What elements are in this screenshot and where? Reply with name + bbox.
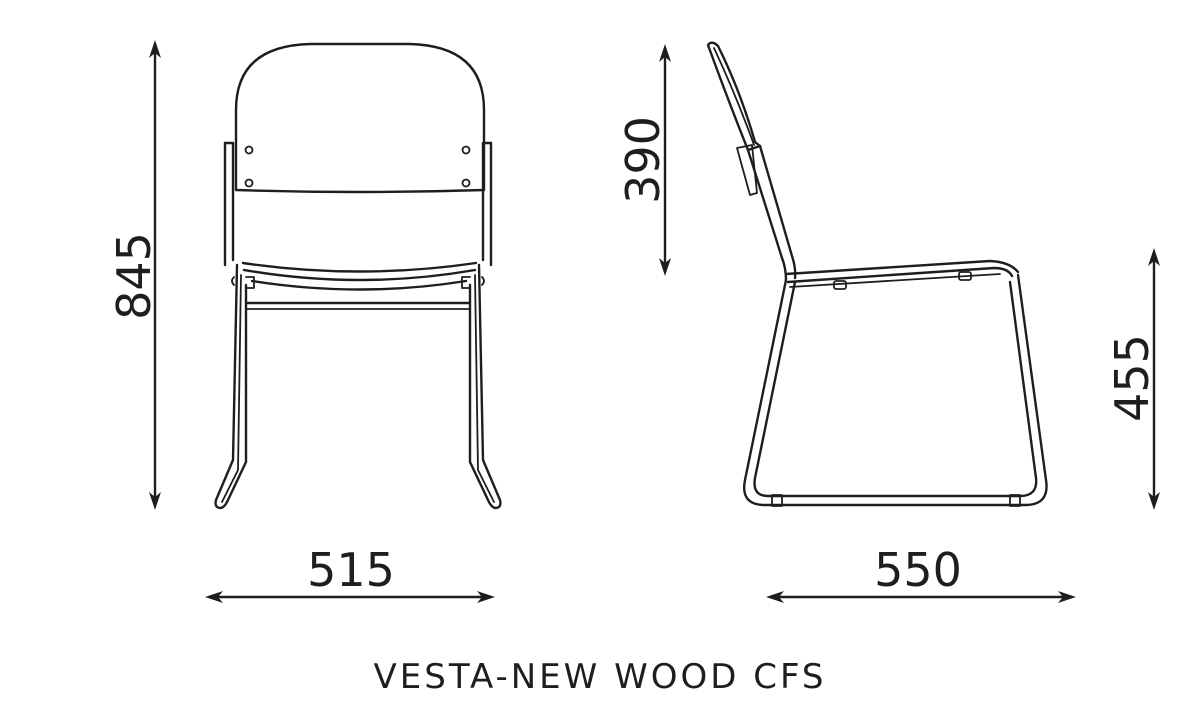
total-height-label: 845	[107, 232, 161, 320]
front-backrest	[234, 42, 486, 194]
side-backrest	[706, 41, 762, 152]
seat-height-label: 455	[1105, 334, 1159, 422]
side-view-chair	[706, 41, 1048, 507]
arrow-up-icon	[149, 40, 161, 58]
arrow-down-icon	[1148, 492, 1160, 510]
product-title: VESTA-NEW WOOD CFS	[374, 657, 827, 697]
screw-hole	[244, 178, 254, 188]
arrow-up-icon	[659, 44, 671, 62]
screw-hole	[461, 145, 471, 155]
dimension-width: 515	[205, 543, 495, 603]
floor-glide	[771, 494, 783, 507]
side-sled-frame	[743, 273, 1048, 507]
front-left-frame	[223, 141, 235, 262]
arrow-left-icon	[766, 591, 784, 603]
side-seat	[784, 259, 1020, 276]
dimension-total-height: 845	[107, 40, 161, 510]
dimension-depth: 550	[766, 543, 1076, 603]
front-view-chair	[214, 42, 502, 510]
width-label: 515	[307, 543, 395, 597]
depth-label: 550	[874, 543, 962, 597]
screw-hole	[244, 145, 254, 155]
arrow-right-icon	[1058, 591, 1076, 603]
screw-hole	[461, 178, 471, 188]
arrow-up-icon	[1148, 248, 1160, 266]
dimension-seat-height: 455	[1105, 248, 1160, 510]
floor-glide	[1009, 494, 1021, 507]
arrow-down-icon	[149, 492, 161, 510]
arrow-down-icon	[659, 258, 671, 276]
arrow-left-icon	[205, 591, 223, 603]
front-right-frame	[481, 141, 493, 262]
backrest-height-label: 390	[616, 116, 670, 204]
front-seat	[241, 261, 478, 273]
dimension-backrest-height: 390	[616, 44, 671, 276]
side-back-tube	[746, 148, 788, 282]
arrow-right-icon	[477, 591, 495, 603]
